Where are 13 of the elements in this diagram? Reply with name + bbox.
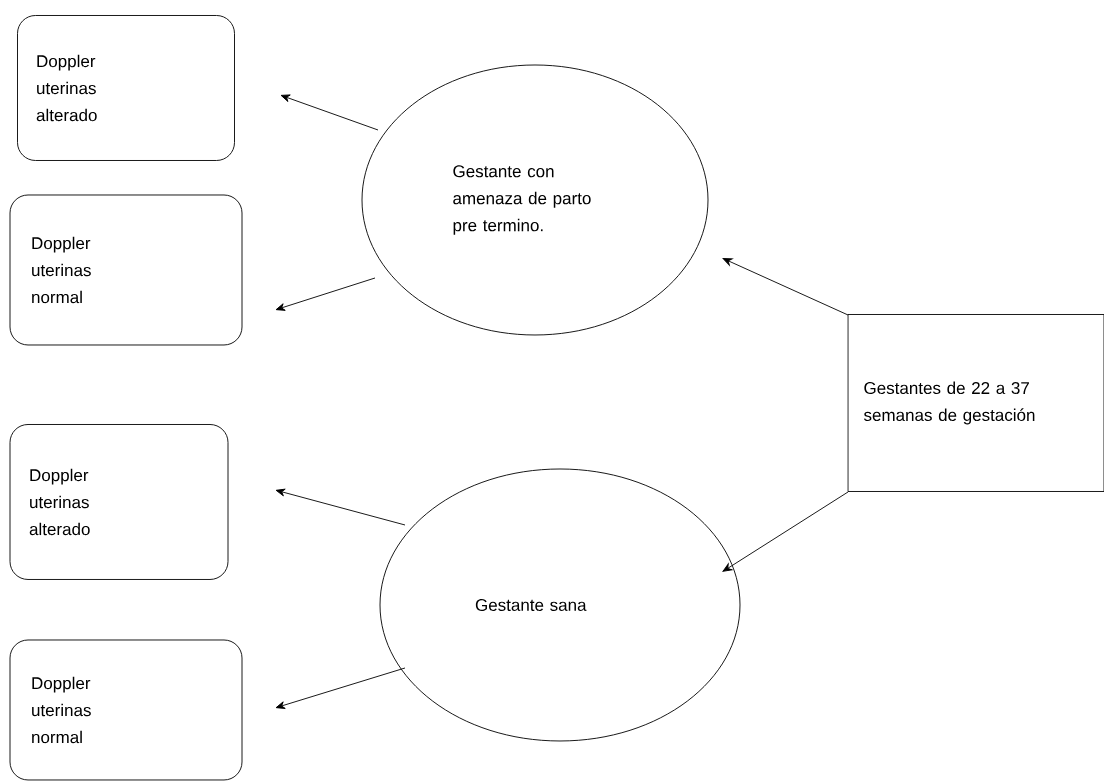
rounded-box: Doppler uterinas normal — [9, 639, 243, 781]
arrow — [722, 258, 849, 316]
arrow — [722, 491, 849, 572]
ellipse-node: Gestante sana — [379, 468, 741, 742]
arrow — [280, 94, 379, 131]
arrow — [275, 277, 376, 311]
rounded-box: Doppler uterinas alterado — [9, 424, 229, 580]
rounded-box: Doppler uterinas alterado — [17, 15, 235, 161]
rounded-box: Doppler uterinas normal — [9, 194, 243, 346]
text-box: Gestantes de 22 a 37 semanas de gestación — [847, 314, 1104, 492]
arrow — [275, 667, 406, 709]
arrow — [275, 488, 406, 526]
ellipse-node: Gestante con amenaza de parto pre termino. — [361, 64, 709, 336]
